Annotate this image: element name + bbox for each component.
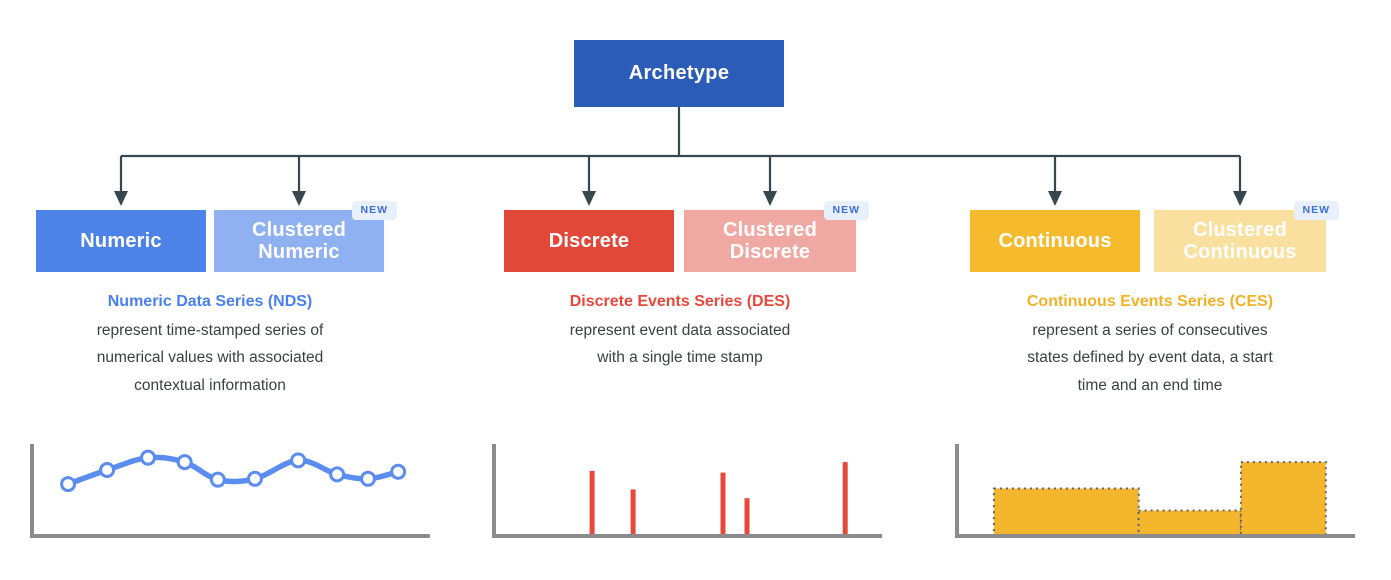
description-line: represent time-stamped series of [96, 321, 324, 339]
description-line: represent event data associated [569, 321, 791, 339]
numeric-box-label: Numeric [80, 229, 162, 252]
clustered-numeric-box-label: Clustered Numeric [251, 218, 347, 263]
description-line: with a single time stamp [597, 349, 763, 366]
continuous-description: Continuous Events Series (CES) represent… [965, 288, 1335, 399]
description-line: states defined by event data, a start [1027, 349, 1273, 366]
description-line: numerical values with associated [96, 349, 324, 366]
continuous-box: Continuous [970, 210, 1140, 272]
archetype-root-box: Archetype [574, 40, 784, 107]
numeric-box: Numeric [36, 210, 206, 272]
continuous-state-chart [955, 444, 1355, 538]
clustered-discrete-box-label: Clustered Discrete [722, 218, 818, 263]
discrete-spike-chart [492, 444, 882, 538]
description-line: time and an end time [1077, 376, 1223, 394]
discrete-box: Discrete [504, 210, 674, 272]
archetype-root-label: Archetype [628, 62, 730, 84]
new-badge: NEW [823, 201, 869, 220]
tree-connectors [114, 107, 1247, 206]
numeric-description-title: Numeric Data Series (NDS) [107, 293, 313, 310]
discrete-box-label: Discrete [548, 229, 630, 252]
clustered-discrete-box: Clustered Discrete NEW [684, 201, 869, 272]
clustered-numeric-box: Clustered Numeric NEW [214, 201, 397, 272]
arrowhead-icon [1048, 191, 1062, 206]
discrete-description-title: Discrete Events Series (DES) [569, 293, 791, 310]
continuous-box-label: Continuous [998, 229, 1112, 252]
description-line: represent a series of consecutives [1032, 321, 1268, 339]
clustered-continuous-box: Clustered Continuous NEW [1154, 201, 1339, 272]
new-badge: NEW [1293, 201, 1339, 220]
discrete-description: Discrete Events Series (DES) represent e… [500, 288, 860, 372]
new-badge: NEW [351, 201, 397, 220]
description-line: contextual information [134, 376, 286, 394]
arrowhead-icon [1233, 191, 1247, 206]
arrowhead-icon [114, 191, 128, 206]
clustered-continuous-box-label: Clustered Continuous [1183, 218, 1297, 263]
numeric-line-chart [30, 444, 430, 538]
numeric-description: Numeric Data Series (NDS) represent time… [30, 288, 390, 399]
arrowhead-icon [582, 191, 596, 206]
arrowhead-icon [292, 191, 306, 206]
continuous-description-title: Continuous Events Series (CES) [1026, 293, 1274, 310]
drop-lines [119, 156, 1242, 192]
arrowhead-icon [763, 191, 777, 206]
